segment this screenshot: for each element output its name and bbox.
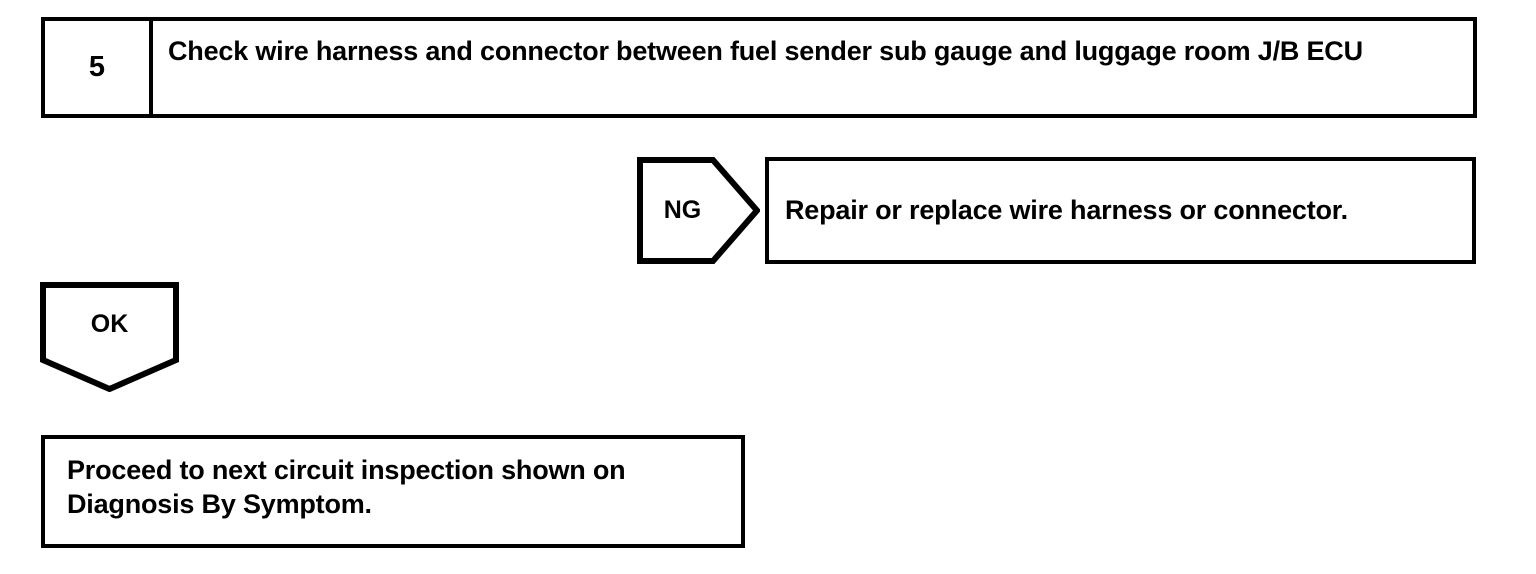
ok-branch-arrow-icon [40, 282, 179, 392]
outcome-box: Proceed to next circuit inspection shown… [41, 435, 745, 548]
step-header-box: 5 Check wire harness and connector betwe… [41, 17, 1477, 118]
ng-branch-label: NG [663, 196, 702, 224]
step-title-cell: Check wire harness and connector between… [153, 21, 1473, 114]
ng-branch-arrow-icon [637, 157, 760, 264]
step-number-cell: 5 [45, 21, 153, 114]
ng-result-box: Repair or replace wire harness or connec… [765, 157, 1476, 264]
step-number: 5 [88, 51, 106, 83]
outcome-text: Proceed to next circuit inspection shown… [67, 455, 626, 520]
step-title: Check wire harness and connector between… [168, 36, 1363, 66]
ok-branch-label: OK [90, 309, 129, 338]
ng-result-text: Repair or replace wire harness or connec… [785, 195, 1348, 226]
